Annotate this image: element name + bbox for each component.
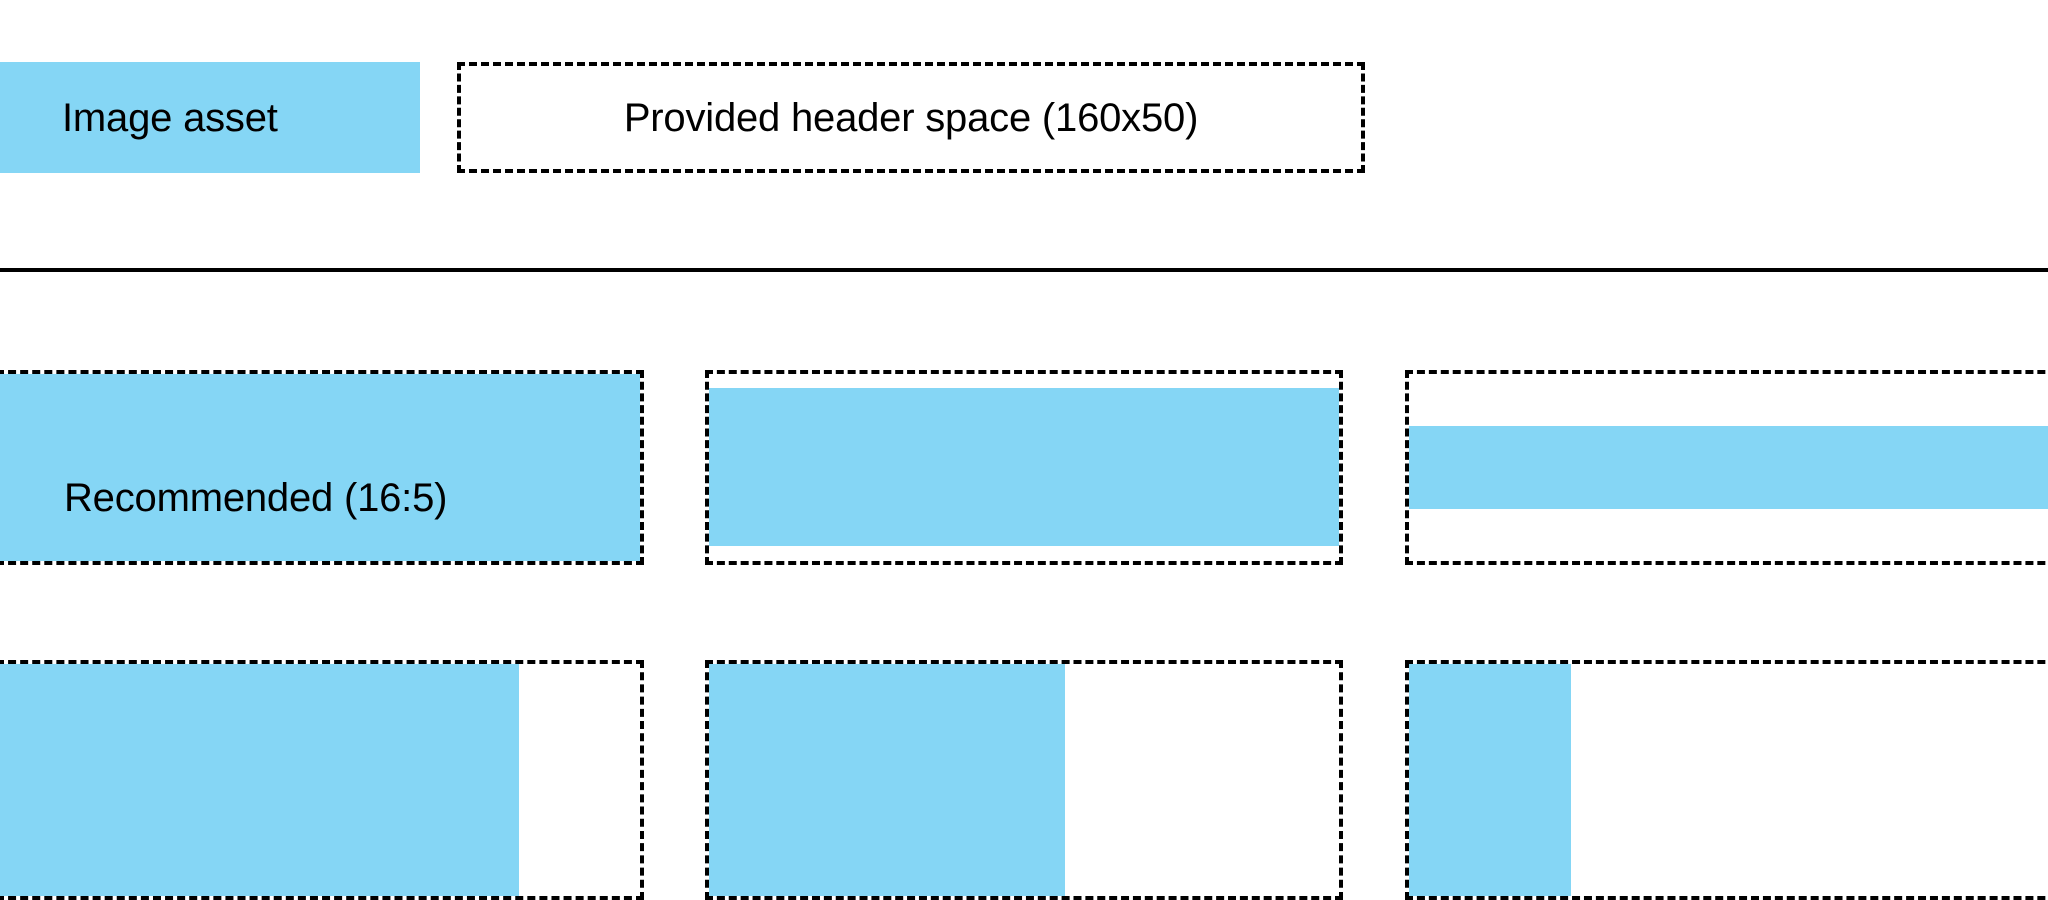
- asset-fill: [709, 388, 1339, 546]
- legend-image-asset-label: Image asset: [62, 95, 278, 140]
- ratio-grid: Recommended (16:5): [0, 370, 2048, 900]
- cell-asset-width-narrow: [1405, 660, 2048, 900]
- cell-recommended-16-5: Recommended (16:5): [0, 370, 644, 565]
- legend-image-asset-swatch: Image asset: [0, 62, 420, 173]
- asset-fill: [0, 374, 640, 561]
- asset-fill: [1409, 426, 2048, 509]
- legend-header-space-label: Provided header space (160x50): [623, 95, 1199, 140]
- asset-fill: [0, 664, 519, 896]
- legend-header-space-box: Provided header space (160x50): [457, 62, 1365, 173]
- legend-row: Image asset Provided header space (160x5…: [0, 62, 2048, 173]
- cell-recommended-label: Recommended (16:5): [64, 476, 448, 520]
- section-divider: [0, 268, 2048, 272]
- asset-fill: [709, 664, 1065, 896]
- cell-asset-width-medium: [705, 660, 1343, 900]
- asset-fill: [1409, 664, 1571, 896]
- cell-ratio-taller-fit: [705, 370, 1343, 565]
- cell-asset-width-wide: [0, 660, 644, 900]
- cell-ratio-tallest-fit: [1405, 370, 2048, 565]
